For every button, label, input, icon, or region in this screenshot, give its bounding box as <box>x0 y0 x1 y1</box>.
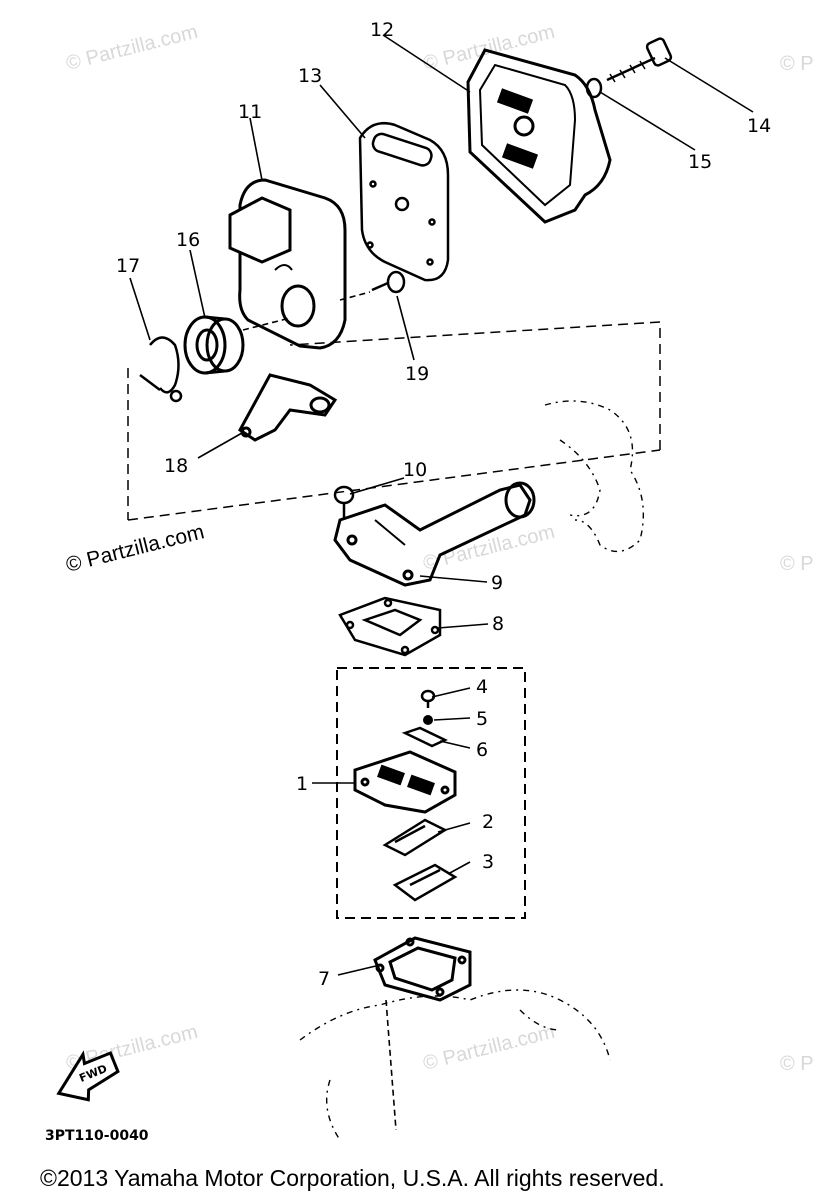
callout-2: 2 <box>482 811 494 833</box>
part-18-bracket <box>238 373 338 442</box>
part-1-reed-valve <box>353 750 457 814</box>
part-8-gasket <box>338 596 442 657</box>
part-12-cover <box>466 48 612 224</box>
callout-4: 4 <box>476 676 488 698</box>
leader-lines <box>129 34 754 1131</box>
part-14-bolt <box>606 37 673 83</box>
part-6-stopper <box>401 726 448 748</box>
part-19-bolt <box>371 270 406 294</box>
callout-14: 14 <box>747 115 771 137</box>
engine-outline <box>299 400 645 1141</box>
callout-10: 10 <box>403 459 427 481</box>
part-15-washer <box>585 77 603 99</box>
callouts: 1 2 3 4 5 6 7 8 9 10 11 12 13 14 15 16 1… <box>116 19 771 990</box>
fwd-arrow-icon: FWD <box>56 1050 120 1102</box>
callout-9: 9 <box>491 572 503 594</box>
callout-11: 11 <box>238 101 262 123</box>
watermark: © Partzilla.com <box>421 1021 557 1075</box>
watermark: © Partzilla.com <box>421 21 557 75</box>
copyright-footer: ©2013 Yamaha Motor Corporation, U.S.A. A… <box>40 1165 665 1191</box>
part-13-gasket <box>358 121 450 282</box>
watermark: © P <box>780 1053 814 1075</box>
watermark: © Partzilla.com <box>64 21 200 75</box>
part-17-clip <box>139 336 183 403</box>
callout-19: 19 <box>405 363 429 385</box>
callout-1: 1 <box>296 773 308 795</box>
part-3-reed <box>392 863 458 902</box>
watermark: © P <box>780 553 814 575</box>
watermark: © Partzilla.com <box>421 521 557 575</box>
part-16-collar <box>183 315 245 375</box>
part-10-screw <box>333 485 355 518</box>
drawing-code: 3PT110-0040 <box>45 1128 149 1144</box>
callout-12: 12 <box>370 19 394 41</box>
part-5-washer <box>423 715 433 725</box>
callout-5: 5 <box>476 708 488 730</box>
callout-8: 8 <box>492 613 504 635</box>
callout-17: 17 <box>116 255 140 277</box>
callout-3: 3 <box>482 851 494 873</box>
part-9-manifold <box>333 481 536 587</box>
callout-16: 16 <box>176 229 200 251</box>
callout-18: 18 <box>164 455 188 477</box>
watermark-dark: © Partzilla.com <box>64 520 207 577</box>
part-1-assembly-box <box>336 667 526 919</box>
callout-13: 13 <box>298 65 322 87</box>
watermarks: © Partzilla.com © Partzilla.com © P © Pa… <box>64 21 814 1075</box>
callout-6: 6 <box>476 739 488 761</box>
watermark: © P <box>780 53 814 75</box>
callout-7: 7 <box>318 968 330 990</box>
part-4-screw <box>420 689 436 708</box>
part-7-gasket <box>373 936 472 1002</box>
part-11-silencer <box>228 178 347 350</box>
part-2-reed <box>382 818 448 857</box>
callout-15: 15 <box>688 151 712 173</box>
